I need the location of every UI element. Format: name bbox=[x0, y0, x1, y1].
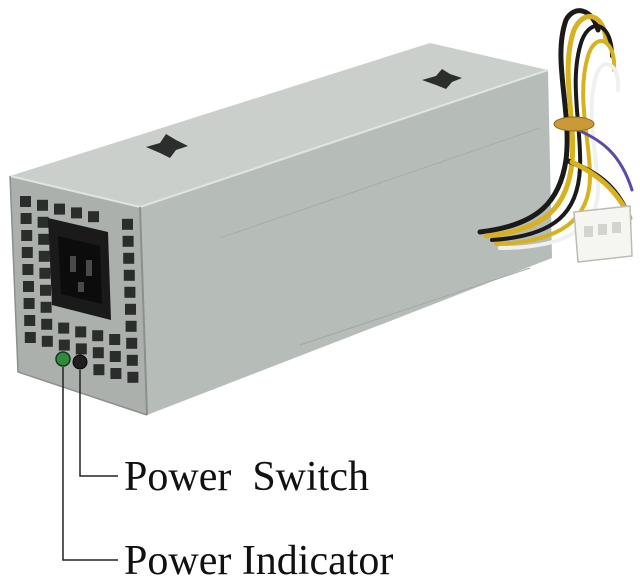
vent-hole bbox=[54, 203, 65, 215]
vent-hole bbox=[38, 233, 50, 245]
vent-hole bbox=[123, 269, 135, 281]
vent-hole bbox=[41, 318, 53, 330]
vent-hole bbox=[58, 322, 70, 334]
vent-hole bbox=[109, 334, 121, 345]
vent-hole bbox=[110, 368, 122, 379]
vent-hole bbox=[41, 335, 53, 347]
vent-grille bbox=[20, 196, 139, 383]
vent-hole bbox=[75, 326, 87, 338]
vent-hole bbox=[21, 247, 33, 258]
vent-hole bbox=[123, 252, 135, 264]
vent-hole bbox=[92, 330, 104, 342]
vent-hole bbox=[125, 303, 136, 315]
power-switch-label: Power Switch bbox=[124, 454, 369, 500]
psu-side-face bbox=[140, 70, 552, 415]
wire-harness bbox=[477, 8, 634, 250]
vent-hole bbox=[23, 298, 35, 309]
vent-hole bbox=[40, 284, 51, 296]
vent-hole bbox=[71, 207, 82, 219]
vent-hole bbox=[24, 315, 36, 326]
vent-hole bbox=[21, 230, 33, 241]
vent-hole bbox=[24, 332, 36, 343]
vent-hole bbox=[126, 354, 138, 366]
vent-hole bbox=[20, 213, 32, 224]
vent-hole bbox=[127, 371, 139, 383]
vent-hole bbox=[93, 364, 105, 376]
vent-hole bbox=[37, 216, 49, 228]
vent-hole bbox=[122, 218, 133, 230]
vent-hole bbox=[109, 351, 121, 362]
vent-hole bbox=[23, 281, 34, 292]
power-indicator-led bbox=[55, 351, 71, 367]
vent-hole bbox=[88, 211, 99, 223]
top-cutout-icon bbox=[146, 69, 462, 158]
vent-hole bbox=[40, 301, 52, 313]
ac-inlet-socket bbox=[48, 218, 111, 320]
vent-hole bbox=[126, 337, 138, 349]
vent-hole bbox=[125, 320, 137, 332]
vent-hole bbox=[58, 339, 70, 351]
vent-hole bbox=[22, 264, 34, 275]
vent-hole bbox=[38, 250, 50, 262]
power-switch-button bbox=[72, 354, 88, 370]
vent-hole bbox=[92, 347, 104, 359]
vent-hole bbox=[20, 196, 31, 207]
callout-leader-lines bbox=[62, 367, 118, 561]
psu-top-face bbox=[10, 43, 548, 207]
vent-hole bbox=[124, 286, 136, 298]
vent-hole bbox=[75, 343, 87, 355]
wire-connector bbox=[573, 205, 633, 263]
power-indicator-label: Power Indicator bbox=[124, 538, 394, 584]
vent-hole bbox=[37, 199, 48, 211]
vent-hole bbox=[39, 267, 51, 279]
vent-hole bbox=[122, 235, 134, 247]
